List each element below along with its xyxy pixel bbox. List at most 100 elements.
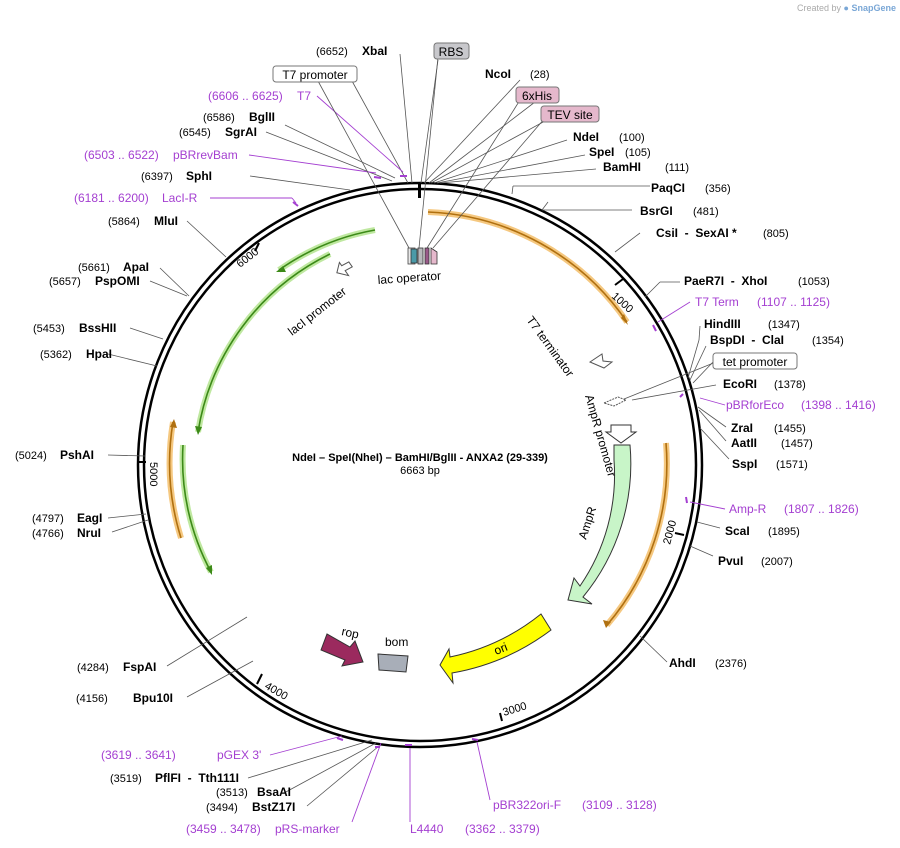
- snapgene-watermark: Created by ● SnapGene: [797, 3, 896, 13]
- orf-arc-top-glow: [427, 209, 630, 324]
- t7-promoter-label: T7 promoter: [282, 68, 347, 82]
- orf-arc-lacI-2: [197, 253, 331, 433]
- site-paqci: PaqCI (356): [651, 181, 731, 195]
- svg-text:Bpu10I: Bpu10I: [133, 691, 173, 705]
- rbs-label-box: RBS: [433, 42, 470, 60]
- svg-text:NcoI: NcoI: [485, 67, 511, 81]
- his-label-box: 6xHis: [515, 86, 560, 104]
- svg-text:CsiI - SexAI *: CsiI - SexAI *: [656, 226, 737, 240]
- svg-text:LacI-R: LacI-R: [162, 191, 198, 205]
- svg-text:(100): (100): [619, 132, 645, 144]
- site-bamhi: BamHI (111): [603, 160, 689, 174]
- ampr-promoter-arrow: [604, 424, 638, 444]
- svg-text:(1571): (1571): [776, 459, 808, 471]
- site-paer7i-xhoi: PaeR7I - XhoI (1053): [684, 274, 830, 288]
- site-ahdi: AhdI (2376): [669, 656, 747, 670]
- site-pvui: PvuI (2007): [718, 554, 793, 568]
- svg-text:(5453): (5453): [33, 323, 65, 335]
- svg-text:(5661): (5661): [78, 262, 110, 274]
- svg-text:SgrAI: SgrAI: [225, 125, 257, 139]
- orf-arc-lacI-2-head: [195, 426, 202, 435]
- site-zrai: ZraI (1455): [731, 421, 806, 435]
- ampr-label: AmpR: [576, 505, 600, 541]
- svg-text:(1053): (1053): [798, 276, 830, 288]
- svg-text:(2007): (2007): [761, 556, 793, 568]
- svg-text:(4156): (4156): [76, 693, 108, 705]
- primer-pgex-3: (3619 .. 3641) pGEX 3': [101, 748, 261, 762]
- plasmid-title: NdeI – SpeI(NheI) – BamHI/BglII - ANXA2 …: [292, 452, 548, 464]
- svg-text:ApaI: ApaI: [123, 260, 149, 274]
- svg-text:BamHI: BamHI: [603, 160, 641, 174]
- orf-arc-top-head: [621, 314, 628, 325]
- site-bsshii: (5453) BssHII: [33, 321, 116, 335]
- svg-text:FspAI: FspAI: [123, 660, 156, 674]
- site-bspdi-clai: BspDI - ClaI (1354): [710, 333, 844, 347]
- site-scai: ScaI (1895): [725, 524, 800, 538]
- svg-text:(3519): (3519): [110, 773, 142, 785]
- svg-text:(805): (805): [763, 228, 789, 240]
- orf-arc-lacI-1-glow: [277, 227, 376, 273]
- primer-pbrforeco: pBRforEco (1398 .. 1416): [726, 398, 876, 412]
- svg-text:pGEX 3': pGEX 3': [217, 748, 261, 762]
- svg-text:(5657): (5657): [49, 276, 81, 288]
- svg-text:(4797): (4797): [32, 513, 64, 525]
- svg-text:pBRrevBam: pBRrevBam: [173, 148, 238, 162]
- tet-promoter-marker: [602, 396, 628, 407]
- rop-arrow: [320, 633, 364, 667]
- site-sspi: SspI (1571): [732, 457, 808, 471]
- svg-text:(1807 .. 1826): (1807 .. 1826): [784, 502, 859, 516]
- tev-site-label-box: TEV site: [540, 105, 600, 123]
- orf-arc-lacI-3: [181, 444, 212, 573]
- site-pflfi-tth111i: (3519) PflFI - Tth111I: [110, 771, 239, 785]
- tick-label-3000: 3000: [501, 700, 528, 719]
- site-sphi: (6397) SphI: [141, 169, 212, 183]
- svg-text:(1455): (1455): [774, 423, 806, 435]
- his-label: 6xHis: [522, 89, 552, 103]
- primer-pbr322ori-f: pBR322ori-F (3109 .. 3128): [493, 798, 657, 812]
- his-block: [424, 247, 430, 265]
- svg-text:BglII: BglII: [249, 110, 275, 124]
- tick-5000: 5000: [137, 461, 159, 486]
- svg-text:(6503 .. 6522): (6503 .. 6522): [84, 148, 159, 162]
- site-bglii: (6586) BglII: [203, 110, 275, 124]
- svg-text:MluI: MluI: [154, 214, 178, 228]
- tick-label-5000: 5000: [147, 462, 159, 486]
- orf-arc-lacI-1: [278, 229, 376, 271]
- svg-text:BsrGI: BsrGI: [640, 204, 673, 218]
- tick-2000: 2000: [661, 519, 685, 546]
- svg-text:(481): (481): [693, 206, 719, 218]
- svg-text:NruI: NruI: [77, 526, 101, 540]
- svg-text:EagI: EagI: [77, 511, 102, 525]
- svg-text:BstZ17I: BstZ17I: [252, 800, 295, 814]
- svg-text:ZraI: ZraI: [731, 421, 753, 435]
- site-bstz17i: (3494) BstZ17I: [206, 800, 295, 814]
- svg-text:Amp-R: Amp-R: [729, 502, 767, 516]
- site-bpu10i: (4156) Bpu10I: [76, 691, 173, 705]
- orf-arc-top: [427, 211, 628, 323]
- site-sgrai: (6545) SgrAI: [179, 125, 257, 139]
- svg-text:NdeI: NdeI: [573, 130, 599, 144]
- orf-arc-left: [168, 421, 182, 539]
- tet-promoter-label-box: tet promoter: [712, 352, 798, 370]
- orf-arc-lacI-2-glow: [195, 251, 332, 433]
- svg-text:(6652): (6652): [316, 46, 348, 58]
- primer-amp-r: Amp-R (1807 .. 1826): [729, 502, 859, 516]
- primer-l4440: L4440 (3362 .. 3379): [410, 822, 540, 836]
- site-ecori: EcoRI (1378): [723, 377, 806, 391]
- svg-text:BsaAI: BsaAI: [257, 785, 291, 799]
- lac-operator-label: lac operator: [377, 269, 441, 287]
- primer-prs-marker: (3459 .. 3478) pRS-marker: [186, 822, 340, 836]
- svg-text:(111): (111): [665, 162, 689, 174]
- svg-text:BssHII: BssHII: [79, 321, 116, 335]
- snapgene-logo-icon: ●: [843, 3, 849, 13]
- svg-text:(5864): (5864): [108, 216, 140, 228]
- ampr-arrow: [567, 444, 632, 605]
- tick-3000: 3000: [499, 700, 528, 722]
- site-ncoi: NcoI (28): [485, 67, 550, 81]
- svg-text:SpeI: SpeI: [589, 145, 614, 159]
- watermark-prefix: Created by: [796, 3, 842, 13]
- t7-terminator-label: T7 terminator: [524, 314, 577, 380]
- svg-text:HpaI: HpaI: [86, 347, 112, 361]
- svg-text:pRS-marker: pRS-marker: [275, 822, 340, 836]
- rop-label: rop: [340, 624, 360, 641]
